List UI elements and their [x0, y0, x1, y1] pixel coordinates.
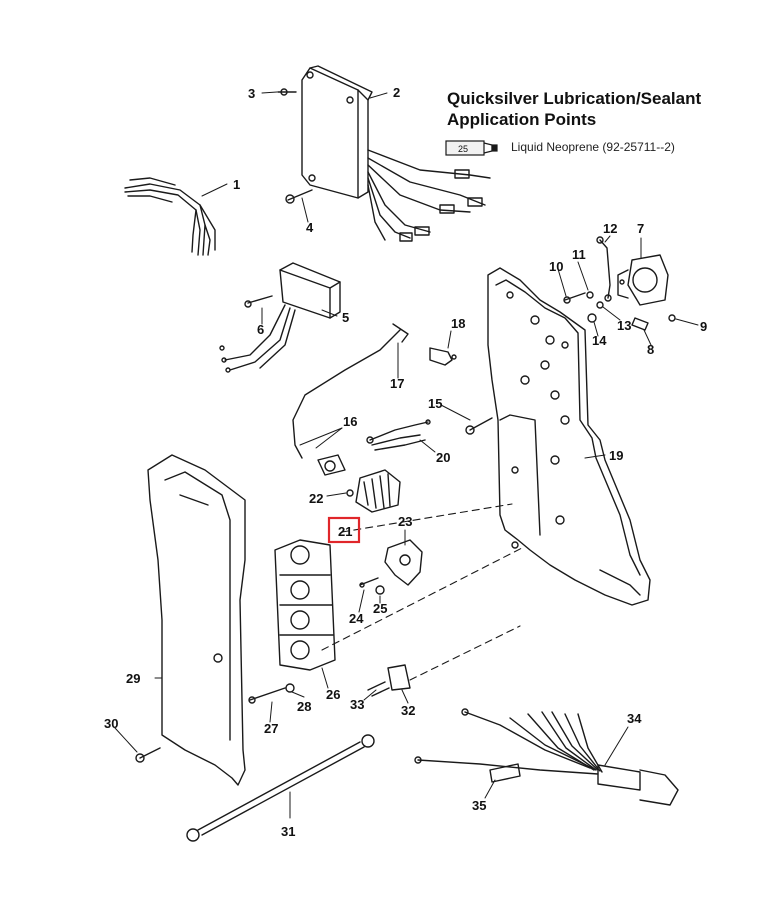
callout-25: 25	[373, 601, 387, 616]
callout-34: 34	[627, 711, 642, 726]
callout-3: 3	[248, 86, 255, 101]
callout-33: 33	[350, 697, 364, 712]
part-31-cable	[186, 734, 375, 842]
part-8-spacer	[631, 317, 649, 331]
callout-16: 16	[343, 414, 357, 429]
part-17-lead	[292, 323, 409, 459]
callout-14: 14	[592, 333, 607, 348]
callout-30: 30	[104, 716, 118, 731]
callout-28: 28	[297, 699, 311, 714]
callout-32: 32	[401, 703, 415, 718]
part-4-screw	[285, 189, 313, 204]
callout-5: 5	[342, 310, 349, 325]
callout-27: 27	[264, 721, 278, 736]
part-1-harness	[124, 177, 216, 256]
callout-35: 35	[472, 798, 486, 813]
callout-labels: 1 2 3 4 5 6 7 8 9 10 11 12 13 14 15 16 1…	[104, 85, 707, 839]
callout-18: 18	[451, 316, 465, 331]
part-10-screw	[563, 292, 586, 304]
callout-22: 22	[309, 491, 323, 506]
legend-label: Liquid Neoprene (92-25711--2)	[511, 140, 675, 154]
part-3-screw	[277, 88, 297, 96]
part-7-solenoid	[617, 254, 669, 306]
leader-lines	[114, 91, 699, 819]
callout-31: 31	[281, 824, 295, 839]
part-30-screw	[135, 747, 161, 763]
tube-icon: 25	[445, 140, 498, 156]
highlight-box	[327, 516, 361, 544]
callout-10: 10	[549, 259, 563, 274]
part-28-washer	[285, 683, 295, 693]
title-line-2: Application Points	[447, 110, 597, 129]
callout-19: 19	[609, 448, 623, 463]
title-line-1: Quicksilver Lubrication/Sealant	[447, 89, 702, 108]
part-35-connector	[489, 763, 521, 783]
part-27-screw	[248, 687, 286, 704]
part-22-clip	[346, 489, 354, 497]
callout-23: 23	[398, 514, 412, 529]
part-11-washer	[586, 291, 594, 299]
callout-24: 24	[349, 611, 364, 626]
callout-12: 12	[603, 221, 617, 236]
callout-11: 11	[572, 247, 586, 262]
part-32-bracket	[387, 664, 411, 691]
part-26-coils	[274, 539, 336, 671]
part-18-plug	[429, 347, 457, 366]
part-16-boot	[317, 454, 346, 476]
part-9-nut	[668, 314, 676, 322]
callout-9: 9	[700, 319, 707, 334]
callout-7: 7	[637, 221, 644, 236]
part-2-module	[301, 65, 491, 242]
callout-13: 13	[617, 318, 631, 333]
callout-2: 2	[393, 85, 400, 100]
callout-17: 17	[390, 376, 404, 391]
part-5-rectifier	[219, 262, 341, 373]
callout-26: 26	[326, 687, 340, 702]
part-25-nut	[375, 585, 385, 595]
part-34-harness	[414, 708, 679, 806]
callout-20: 20	[436, 450, 450, 465]
part-15-screw	[465, 417, 493, 435]
legend-badge: 25	[458, 144, 468, 154]
callout-29: 29	[126, 671, 140, 686]
part-14-nut	[587, 313, 597, 323]
part-24-screw	[359, 577, 379, 588]
part-6-screw	[244, 295, 273, 308]
callout-21: 21	[338, 524, 352, 539]
callout-15: 15	[428, 396, 442, 411]
title-block: Quicksilver Lubrication/Sealant Applicat…	[447, 88, 767, 130]
callout-1: 1	[233, 177, 240, 192]
part-29-cover	[147, 454, 246, 786]
callout-4: 4	[306, 220, 314, 235]
part-13-nut	[596, 301, 604, 309]
part-19-plate	[487, 267, 651, 606]
callout-8: 8	[647, 342, 654, 357]
part-33-screws	[367, 681, 390, 697]
part-21-regulator	[355, 469, 401, 513]
part-20-leads	[366, 419, 431, 451]
part-23-bracket	[384, 539, 423, 586]
callout-6: 6	[257, 322, 264, 337]
part-12-lead	[596, 236, 612, 302]
alignment-lines	[321, 503, 523, 681]
